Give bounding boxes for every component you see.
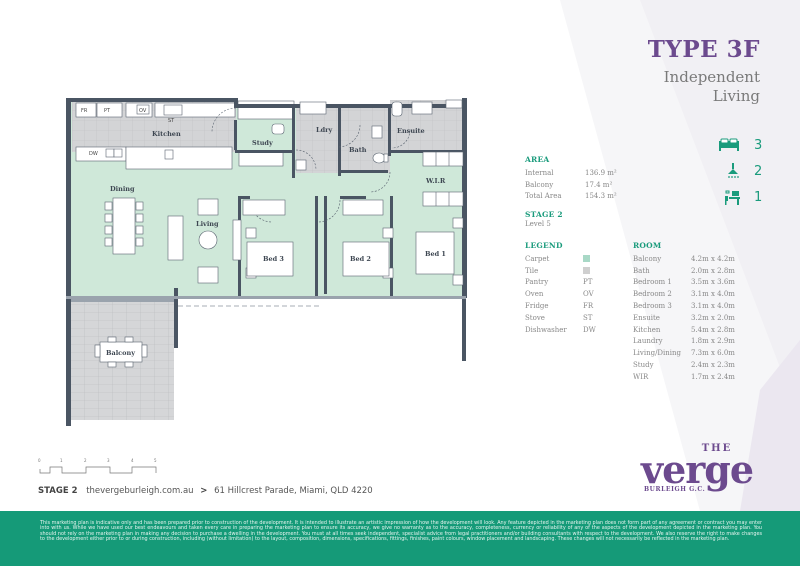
walls bbox=[66, 98, 467, 426]
svg-text:3: 3 bbox=[107, 458, 110, 463]
label-bath: Bath bbox=[349, 146, 367, 154]
website-link[interactable]: thevergeburleigh.com.au bbox=[86, 486, 194, 496]
bedroom-furniture bbox=[242, 199, 464, 286]
room-heading: ROOM bbox=[633, 241, 662, 250]
svg-text:1: 1 bbox=[60, 458, 63, 463]
svg-text:2: 2 bbox=[84, 458, 87, 463]
svg-text:4: 4 bbox=[131, 458, 134, 463]
bed-icon bbox=[718, 136, 740, 154]
bathroom-fixtures bbox=[295, 99, 463, 171]
disclaimer-text: This marketing plan is indicative only a… bbox=[40, 520, 762, 543]
bathrooms-count: 2 bbox=[754, 163, 763, 179]
tile-swatch bbox=[583, 267, 590, 275]
svg-text:DW: DW bbox=[89, 151, 98, 157]
street-address: 61 Hillcrest Parade, Miami, QLD 4220 bbox=[214, 486, 373, 496]
area-heading: AREA bbox=[525, 155, 550, 164]
dining-table bbox=[104, 197, 144, 255]
label-laundry: Ldry bbox=[316, 126, 333, 134]
the-verge-logo: THE verge BURLEIGH G.C. bbox=[632, 443, 762, 493]
logo-tagline: BURLEIGH G.C. bbox=[644, 486, 706, 493]
living-furniture bbox=[167, 198, 242, 284]
balcony bbox=[71, 298, 174, 420]
svg-text:PT: PT bbox=[104, 108, 111, 114]
carpet-swatch bbox=[583, 255, 590, 263]
logo-the: THE bbox=[701, 443, 733, 454]
appliance-labels: FR PT OV ST DW bbox=[81, 108, 175, 157]
wir-shelves bbox=[422, 151, 464, 207]
study-stat: 1 bbox=[718, 184, 762, 210]
svg-text:0: 0 bbox=[38, 458, 41, 463]
svg-text:ST: ST bbox=[168, 118, 175, 124]
stage-heading: STAGE 2 bbox=[525, 210, 563, 219]
svg-text:5: 5 bbox=[154, 458, 157, 463]
scale-bar: 0 1 2 3 4 5 bbox=[38, 458, 157, 474]
label-dining: Dining bbox=[110, 185, 135, 193]
bedrooms-count: 3 bbox=[754, 137, 763, 153]
label-living: Living bbox=[196, 220, 219, 228]
label-bed1: Bed 1 bbox=[425, 250, 446, 258]
legend-row: Tile bbox=[525, 265, 596, 277]
study-count: 1 bbox=[754, 189, 763, 205]
level-text: Level 5 bbox=[525, 220, 551, 228]
kitchen-counters bbox=[75, 102, 236, 170]
disclaimer-footer: This marketing plan is indicative only a… bbox=[0, 511, 800, 566]
floor-plan: FR PT OV ST DW bbox=[66, 98, 467, 426]
address-stage: STAGE 2 bbox=[38, 486, 78, 496]
unit-stats: 3 2 1 bbox=[718, 132, 762, 210]
bathrooms-stat: 2 bbox=[718, 158, 762, 184]
room-labels: Kitchen Study Ldry Bath Ensuite W.I.R Di… bbox=[106, 126, 446, 357]
unit-category-line2: Living bbox=[712, 87, 760, 105]
unit-type-title: TYPE 3F bbox=[647, 36, 760, 63]
svg-text:OV: OV bbox=[139, 108, 147, 114]
door-swings bbox=[211, 107, 411, 223]
study-desk-icon bbox=[718, 188, 740, 206]
title-block: TYPE 3F Independent Living bbox=[648, 36, 760, 106]
address-line: STAGE 2 thevergeburleigh.com.au > 61 Hil… bbox=[38, 486, 373, 496]
svg-text:FR: FR bbox=[81, 108, 88, 114]
bedrooms-stat: 3 bbox=[718, 132, 762, 158]
label-balcony: Balcony bbox=[106, 349, 135, 357]
legend-heading: LEGEND bbox=[525, 241, 563, 250]
label-ensuite: Ensuite bbox=[397, 127, 425, 135]
label-kitchen: Kitchen bbox=[152, 130, 181, 138]
logo-verge: verge bbox=[640, 447, 754, 492]
label-bed2: Bed 2 bbox=[350, 255, 371, 263]
legend-row: Carpet bbox=[525, 253, 596, 265]
label-study: Study bbox=[252, 139, 273, 147]
stage-info: STAGE 2 Level 5 bbox=[525, 210, 563, 228]
label-bed3: Bed 3 bbox=[263, 255, 284, 263]
address-separator: > bbox=[200, 486, 208, 496]
bath-tile bbox=[340, 108, 390, 173]
shower-icon bbox=[718, 162, 740, 180]
label-wir: W.I.R bbox=[425, 177, 446, 185]
unit-category-line1: Independent bbox=[663, 68, 760, 86]
